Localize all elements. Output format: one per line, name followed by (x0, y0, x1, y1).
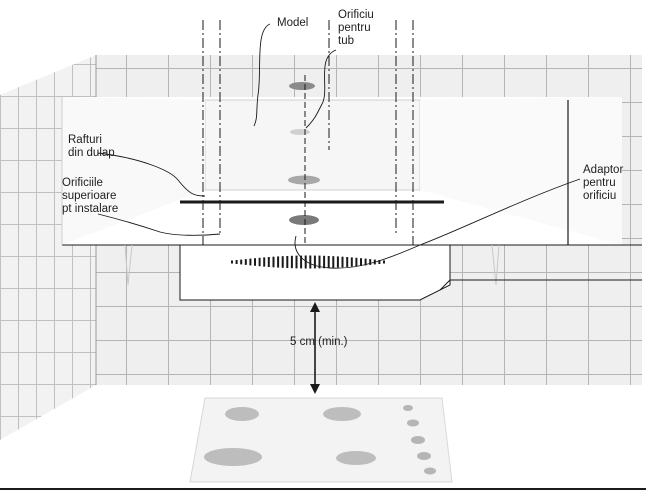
tube-hole-middle (288, 175, 320, 185)
label-distance: 5 cm (min.) (290, 336, 348, 348)
burner-back-left (225, 407, 259, 421)
leader-lines (97, 23, 581, 269)
cooktop-knobs (403, 405, 436, 475)
template-lines (202, 20, 414, 245)
label-model: Model (277, 17, 308, 29)
label-shelves: Rafturi din dulap (68, 134, 115, 159)
cabinet-interior (204, 99, 421, 191)
label-adapter: Adaptor pentru orificiu (583, 164, 626, 202)
label-tube-hole: Orificiu pentru tub (338, 9, 377, 47)
tube-hole-lower (289, 215, 319, 225)
distance-arrow (310, 302, 320, 394)
burner-back-right (323, 407, 361, 421)
label-top-holes: Orificiile superioare pt instalare (62, 177, 120, 215)
range-hood (179, 244, 451, 301)
hood-vent-grille (231, 255, 385, 269)
tube-hole-top (289, 82, 315, 90)
burner-front-left (204, 448, 262, 466)
burner-front-right (336, 451, 376, 465)
